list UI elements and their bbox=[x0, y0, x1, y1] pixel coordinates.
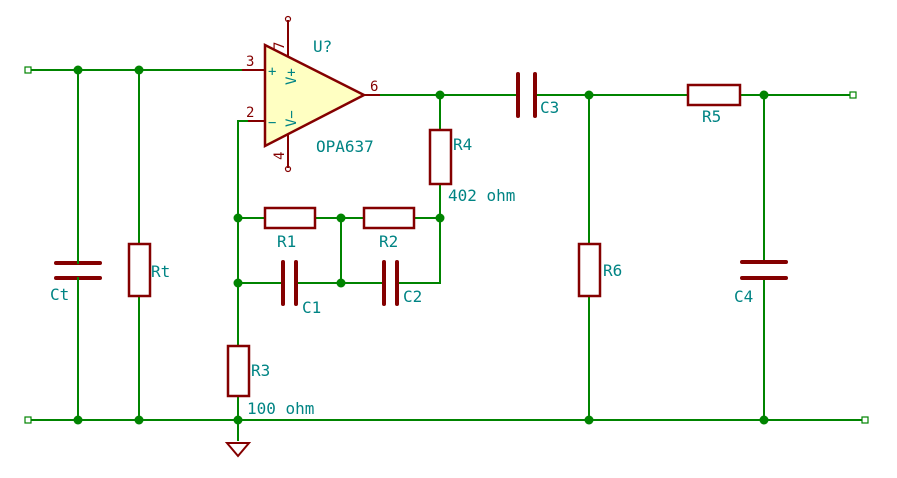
resistor-body bbox=[226, 344, 251, 398]
capacitor-ct[interactable]: Ct bbox=[50, 246, 102, 304]
junction-dot bbox=[336, 213, 346, 223]
terminal-input-top bbox=[24, 66, 32, 74]
resistor-ref: R2 bbox=[379, 232, 398, 251]
resistor-ref: Rt bbox=[151, 262, 170, 281]
opamp-vneg-label: V− bbox=[284, 110, 300, 127]
terminal-input-bottom bbox=[24, 416, 32, 424]
resistor-body bbox=[686, 83, 742, 107]
junction-dot bbox=[233, 415, 243, 425]
opamp-ref: U? bbox=[313, 37, 332, 56]
junction-dot bbox=[233, 278, 243, 288]
resistor-body bbox=[263, 206, 317, 230]
opamp-pin-number: 7 bbox=[272, 42, 288, 50]
resistor-body bbox=[577, 242, 602, 298]
junction-dot bbox=[73, 415, 83, 425]
resistor-body bbox=[127, 242, 152, 298]
resistor-r6[interactable]: R6 bbox=[577, 242, 622, 298]
opamp-vneg-end bbox=[284, 165, 292, 173]
junction-dot bbox=[134, 65, 144, 75]
junction-dot bbox=[233, 213, 243, 223]
resistor-r5[interactable]: R5 bbox=[686, 83, 742, 126]
terminals bbox=[24, 66, 869, 424]
junction-dot bbox=[759, 90, 769, 100]
capacitor-ref: Ct bbox=[50, 285, 69, 304]
opamp-value: OPA637 bbox=[316, 137, 374, 156]
junctions bbox=[73, 65, 769, 425]
capacitor-c2[interactable]: C2 bbox=[382, 260, 422, 306]
ground-triangle bbox=[224, 442, 252, 458]
junction-dot bbox=[435, 90, 445, 100]
resistor-ref: R5 bbox=[702, 107, 721, 126]
junction-dot bbox=[584, 90, 594, 100]
opamp-pin-number: 3 bbox=[246, 54, 254, 70]
capacitor-ref: C2 bbox=[403, 287, 422, 306]
resistor-ref: R1 bbox=[277, 232, 296, 251]
resistor-r1[interactable]: R1 bbox=[263, 206, 317, 251]
ground-symbol bbox=[224, 442, 252, 458]
opamp-plus-sign: + bbox=[268, 64, 276, 80]
capacitor-ref: C4 bbox=[734, 287, 753, 306]
resistor-ref: R6 bbox=[603, 261, 622, 280]
opamp-vpos-label: V+ bbox=[284, 68, 300, 85]
resistor-ref: R3 bbox=[251, 361, 270, 380]
junction-dot bbox=[584, 415, 594, 425]
opamp-pin-number: 6 bbox=[370, 79, 378, 95]
terminal-output-bottom bbox=[861, 416, 869, 424]
resistor-ref: R4 bbox=[453, 135, 472, 154]
junction-dot bbox=[73, 65, 83, 75]
wires bbox=[31, 69, 863, 441]
resistor-value: 402 ohm bbox=[448, 186, 515, 205]
opamp-pin-number: 4 bbox=[272, 152, 288, 160]
capacitor-ref: C3 bbox=[540, 98, 559, 117]
capacitor-c4[interactable]: C4 bbox=[734, 260, 788, 306]
junction-dot bbox=[435, 213, 445, 223]
junction-dot bbox=[336, 278, 346, 288]
capacitor-c1[interactable]: C1 bbox=[281, 260, 321, 317]
opamp-body bbox=[263, 42, 367, 149]
wire-inverting-node bbox=[237, 120, 249, 347]
junction-dot bbox=[759, 415, 769, 425]
resistor-body bbox=[362, 206, 416, 230]
resistor-value: 100 ohm bbox=[247, 399, 314, 418]
resistor-body bbox=[428, 128, 453, 186]
resistor-r3[interactable]: R3 100 ohm bbox=[226, 344, 314, 418]
capacitor-c3[interactable]: C3 bbox=[516, 72, 559, 118]
resistor-r2[interactable]: R2 bbox=[362, 206, 416, 251]
opamp-minus-sign: − bbox=[268, 115, 276, 131]
opamp-vpos-end bbox=[284, 15, 292, 23]
resistor-r4[interactable]: R4 402 ohm bbox=[428, 128, 515, 205]
junction-dot bbox=[134, 415, 144, 425]
terminal-output-top bbox=[849, 91, 857, 99]
resistor-rt[interactable]: Rt bbox=[127, 242, 170, 298]
capacitor-ref: C1 bbox=[302, 298, 321, 317]
opamp-u[interactable]: + − V+ V− 3 2 6 7 4 U? OPA637 bbox=[242, 15, 380, 173]
opamp-pin-number: 2 bbox=[246, 105, 254, 121]
